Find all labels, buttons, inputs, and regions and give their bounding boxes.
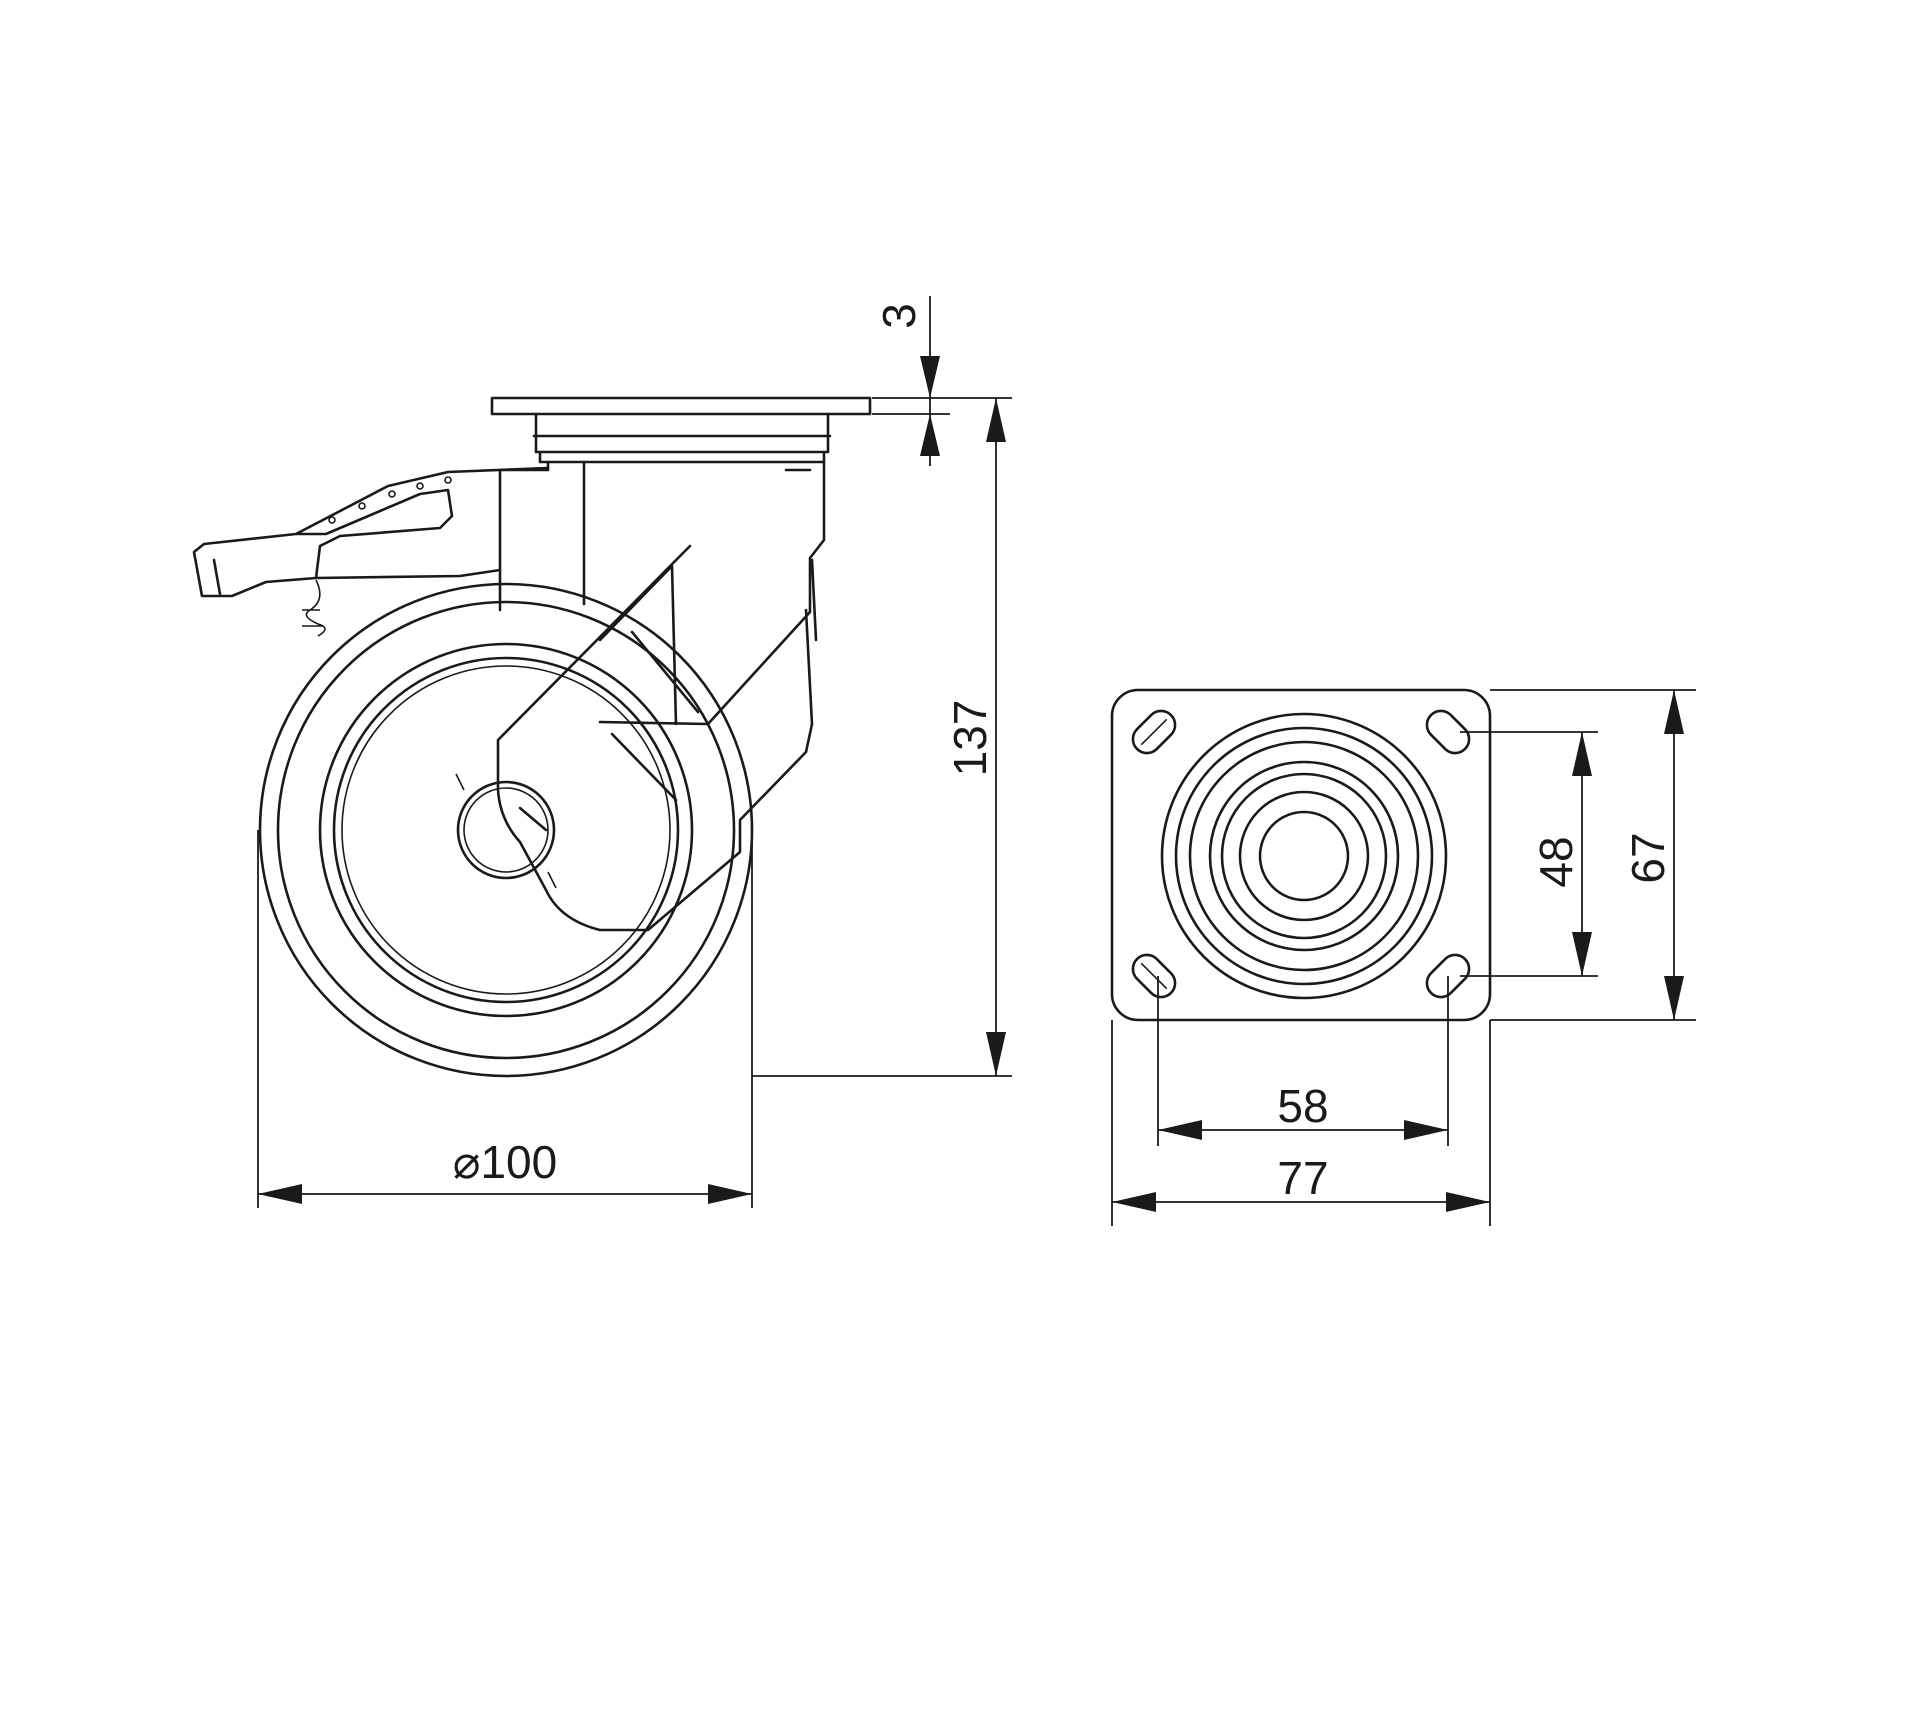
dim-label-hole-spacing-horizontal: 58 [1277,1080,1328,1132]
lever-rivets [328,476,452,524]
mounting-hole [1131,709,1177,755]
dim-plate-height: 67 [1490,689,1696,1021]
dim-label-plate-thickness: 3 [873,303,925,329]
mounting-hole [1425,953,1471,999]
mounting-plate [1110,688,1492,1022]
bearing-ring-2 [1174,726,1434,986]
caster-top-view [1110,688,1492,1022]
wheel-rim-inner [332,656,680,1004]
bearing-ring-3 [1188,740,1420,972]
bearing-ring-5 [1220,772,1388,940]
axle-inner [463,787,549,873]
swivel-ring [532,412,832,464]
dim-label-overall-height: 137 [944,700,996,777]
axle [456,780,556,880]
wheel-rim-outer [318,642,694,1018]
dim-label-hole-spacing-vertical: 48 [1530,836,1582,887]
dim-wheel-diameter: ⌀100 [257,830,753,1208]
dim-label-plate-width: 77 [1277,1152,1328,1204]
mounting-hole [1131,953,1177,999]
dimension-lines: 3 137 ⌀100 48 [257,296,1696,1226]
bearing-ring-6 [1238,790,1370,922]
dim-hole-spacing-horizontal: 58 [1157,976,1449,1146]
caster-side-view [192,396,872,1078]
fork-housing [498,460,826,726]
dim-hole-spacing-vertical: 48 [1460,731,1598,977]
fork-arm-inner [518,564,700,832]
axle-flats [455,773,557,889]
dim-plate-thickness: 3 [872,296,1012,466]
dim-label-plate-height: 67 [1622,832,1674,883]
dim-plate-width: 77 [1111,1020,1491,1226]
top-plate [490,396,872,416]
wheel-tyre-inner [276,600,736,1060]
dim-overall-height: 137 [752,398,1012,1077]
bearing-ring-4 [1208,760,1400,952]
mounting-holes [1131,709,1471,999]
fork-arm [496,544,814,932]
brake-lever [192,466,550,598]
wheel-hub-ring [341,665,671,995]
bearing-ring-7 [1258,810,1350,902]
dim-label-wheel-diameter: ⌀100 [453,1136,557,1188]
bearing-ring-1 [1160,712,1448,1000]
brake-spring [302,579,326,637]
